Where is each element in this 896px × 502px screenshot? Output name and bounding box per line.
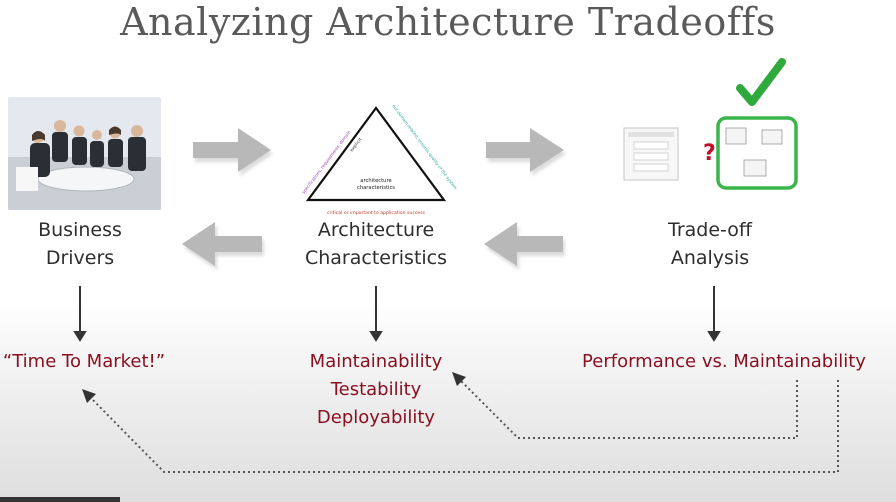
architecture-outcomes: Maintainability Testability Deployabilit…	[296, 348, 456, 432]
monolith-diagram	[623, 127, 679, 181]
question-mark-icon: ?	[703, 141, 716, 166]
arrow-right-1	[193, 128, 273, 176]
business-line1: Business	[38, 219, 122, 241]
page-title: Analyzing Architecture Tradeoffs	[120, 0, 776, 44]
tradeoff-analysis-label: Trade-off Analysis	[630, 216, 790, 272]
outcome-maintainability: Maintainability	[309, 351, 443, 372]
dotted-feedback-arrows	[89, 379, 839, 473]
triangle-bottom-label: critical or important to application suc…	[327, 210, 426, 216]
dotted-arrowhead-1	[452, 372, 466, 386]
architecture-line2: Characteristics	[304, 247, 448, 269]
triangle-inner-line2: characteristics	[357, 185, 395, 191]
architecture-triangle-diagram: architecture characteristics explicit sp…	[301, 104, 458, 216]
arrow-left-2	[484, 222, 565, 270]
architecture-characteristics-label: Architecture Characteristics	[296, 216, 456, 272]
video-progress-bar	[0, 497, 120, 502]
business-meeting-photo	[8, 97, 161, 210]
dotted-arrowhead-2	[82, 389, 96, 403]
architecture-line1: Architecture	[317, 219, 435, 241]
time-to-market-text: “Time To Market!”	[2, 351, 166, 372]
arrow-right-2	[486, 128, 566, 176]
outcome-testability: Testability	[330, 379, 422, 400]
performance-vs-maintainability-text: Performance vs. Maintainability	[582, 351, 866, 372]
triangle-shape	[305, 106, 447, 202]
outcome-deployability: Deployability	[316, 407, 436, 428]
check-icon	[736, 58, 786, 106]
tradeoff-illustration: ?	[623, 58, 798, 190]
business-drivers-label: Business Drivers	[0, 216, 160, 272]
services-diagram	[725, 127, 783, 177]
arrow-left-1	[182, 222, 264, 270]
triangle-inner-line1: architecture	[360, 178, 391, 184]
meeting-illustration	[8, 97, 161, 210]
tradeoff-line2: Analysis	[670, 247, 750, 269]
business-line2: Drivers	[45, 247, 115, 269]
tradeoff-line1: Trade-off	[668, 219, 752, 241]
down-arrows	[73, 286, 721, 342]
